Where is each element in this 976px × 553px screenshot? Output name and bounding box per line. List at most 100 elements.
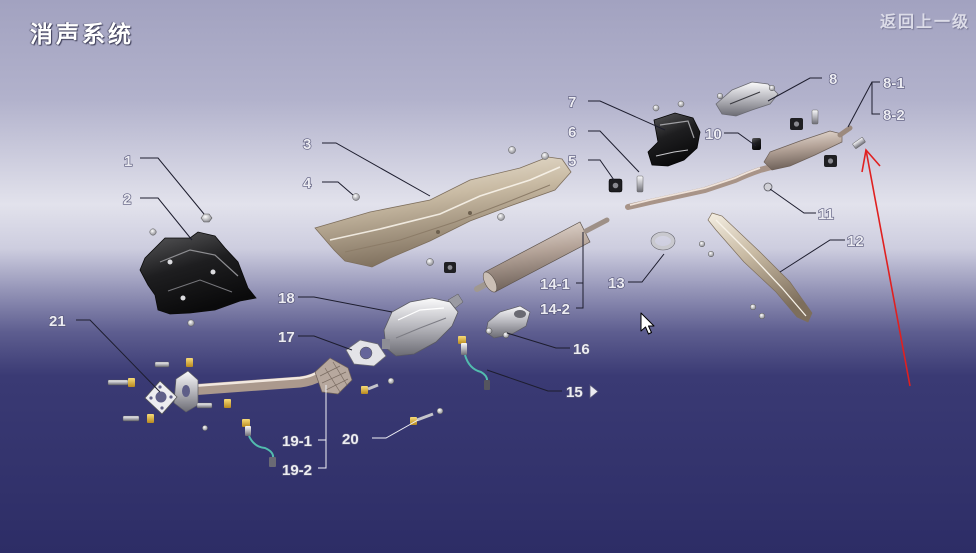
back-to-parent-button[interactable]: 返回上一级	[879, 12, 970, 31]
bolt-shaft	[416, 412, 434, 422]
part-12-rear-heat-shield	[698, 212, 813, 323]
heat-shield-ridge	[329, 166, 561, 241]
callout-11[interactable]: 11	[817, 205, 834, 223]
part-10-rubber-block	[752, 138, 761, 150]
part-8-1-8-2-bolts	[811, 109, 866, 149]
callout-20[interactable]: 20	[341, 430, 359, 448]
callout-4[interactable]: 4	[302, 174, 312, 192]
nut	[677, 100, 685, 108]
grommet-hole	[793, 121, 800, 127]
nut	[541, 152, 549, 160]
callout-2[interactable]: 2	[122, 190, 132, 208]
downstream-oxygen-sensor	[242, 419, 276, 467]
heat-shield-hole	[436, 230, 440, 234]
part-1-nut	[200, 213, 213, 223]
play-arrow-icon[interactable]	[589, 384, 599, 399]
sensor-hex	[242, 419, 250, 427]
leader-line-10	[724, 132, 757, 147]
sensor-connector	[269, 457, 276, 467]
bracket-bolt	[180, 295, 186, 301]
rear-heat-shield-ridge	[715, 219, 807, 317]
flex-joint	[314, 357, 353, 395]
nut	[200, 213, 213, 223]
callout-14-1[interactable]: 14-1	[539, 275, 570, 293]
callout-14-2[interactable]: 14-2	[539, 300, 570, 318]
leader-line-16	[506, 332, 570, 349]
callout-13[interactable]: 13	[607, 274, 625, 292]
sensor-body	[461, 343, 467, 355]
leader-line-8	[767, 77, 822, 102]
part-2-mounting-bracket	[139, 228, 257, 327]
nut	[149, 228, 157, 236]
leader-line-3	[322, 142, 431, 197]
bolt	[107, 379, 129, 386]
callout-1[interactable]: 1	[123, 152, 133, 170]
callout-6[interactable]: 6	[567, 123, 577, 141]
bolt-head-gold	[186, 358, 193, 367]
bracket-body	[139, 231, 257, 315]
rear-pipe	[625, 163, 778, 210]
front-pipe-flange-hole	[182, 385, 190, 397]
callout-labels: 1 2 3 4 5 6 7 8 8-1 8-2 10 11 12 13 14-1…	[48, 70, 905, 479]
bolt-head-gold	[361, 386, 368, 394]
part-5-rubber-grommets	[444, 118, 837, 273]
rear-pipe-with-muffler	[625, 125, 853, 210]
tail-pipe	[837, 125, 853, 138]
callout-12[interactable]: 12	[846, 232, 864, 250]
flange-gasket-bolt-hole	[158, 385, 162, 389]
leader-line-12	[779, 239, 845, 273]
converter-emboss	[397, 307, 445, 321]
callout-10[interactable]: 10	[704, 125, 722, 143]
nut	[202, 425, 208, 431]
callout-16[interactable]: 16	[572, 340, 590, 358]
part-16-pipe-clamp	[485, 305, 531, 339]
grommet-hole	[612, 182, 619, 189]
leader-line-1	[140, 157, 205, 215]
callout-17[interactable]: 17	[277, 328, 295, 346]
callout-18[interactable]: 18	[277, 289, 295, 307]
callout-7[interactable]: 7	[567, 93, 577, 111]
callout-19-2[interactable]: 19-2	[281, 461, 312, 479]
callout-8[interactable]: 8	[828, 70, 838, 88]
leader-line-20	[372, 419, 419, 439]
page-title: 消声系统	[30, 22, 134, 48]
clamp-ring	[651, 232, 675, 250]
nut	[768, 84, 776, 92]
leader-bracket-19	[318, 439, 327, 469]
flange-gasket-bolt-hole	[169, 395, 173, 399]
nut	[707, 250, 715, 258]
bolt	[122, 415, 140, 422]
leader-bracket-8	[871, 81, 880, 115]
bolt-head-gold	[147, 414, 154, 423]
flex-joint-mesh	[319, 361, 349, 393]
part-8-rear-bracket	[715, 81, 779, 117]
part-15-oxygen-sensor	[458, 336, 490, 390]
bolt	[636, 175, 644, 193]
rear-muffler	[763, 130, 843, 171]
callout-15[interactable]: 15	[565, 383, 583, 401]
flange-gasket-bolt-hole	[149, 396, 153, 400]
grommet-hole	[447, 265, 453, 270]
rear-pipe-highlight	[629, 167, 761, 206]
leader-line-5	[588, 159, 615, 181]
bracket-bolt	[167, 259, 173, 265]
nut	[426, 258, 434, 266]
rear-bracket-slot	[729, 91, 761, 105]
callout-8-2[interactable]: 8-2	[882, 106, 905, 124]
callout-21[interactable]: 21	[48, 312, 66, 330]
rear-bracket-body	[715, 81, 779, 117]
part-20-bolt	[361, 377, 444, 425]
clamp-nut	[485, 327, 493, 335]
callout-3[interactable]: 3	[302, 135, 312, 153]
grommet-hole	[827, 158, 834, 164]
leader-line-15	[486, 369, 562, 392]
leader-line-7	[588, 100, 666, 131]
callout-8-1[interactable]: 8-1	[882, 74, 905, 92]
bolt	[196, 402, 213, 409]
callout-19-1[interactable]: 19-1	[281, 432, 312, 450]
sensor-body	[245, 426, 251, 436]
callout-5[interactable]: 5	[567, 152, 577, 170]
leader-line-18	[298, 296, 393, 313]
